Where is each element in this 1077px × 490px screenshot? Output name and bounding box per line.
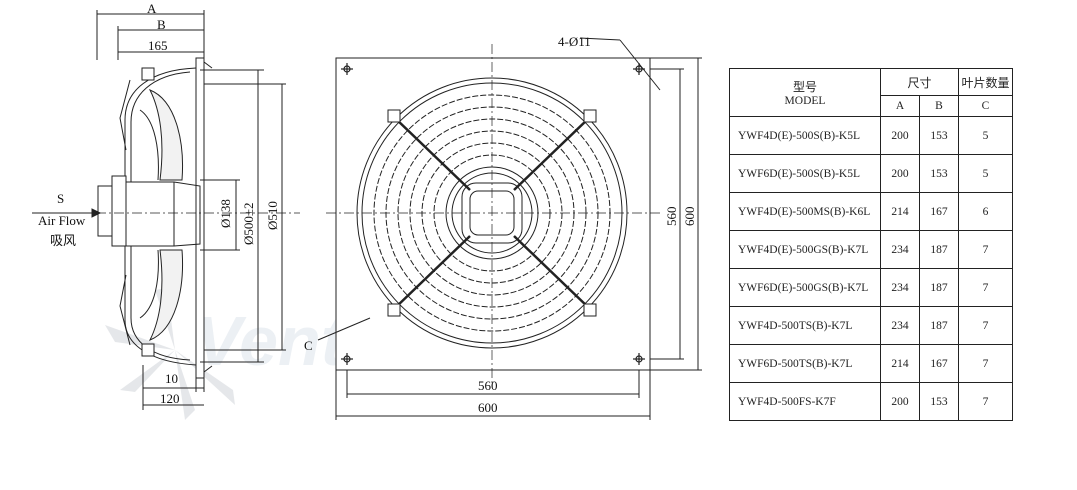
a-cell: 214 <box>880 344 920 383</box>
b-cell: 187 <box>919 230 959 269</box>
a-cell: 200 <box>880 154 920 193</box>
a-cell: 200 <box>880 382 920 421</box>
model-cell: YWF6D(E)-500GS(B)-K7L <box>729 268 881 307</box>
dim-560-v-label: 560 <box>664 207 679 227</box>
c-cell: 5 <box>958 116 1013 155</box>
dim-500-label: Ø500±2 <box>241 202 256 245</box>
table-row: YWF6D(E)-500S(B)-K5L 200 153 5 <box>729 154 1013 193</box>
table-row: YWF4D(E)-500MS(B)-K6L 214 167 6 <box>729 192 1013 231</box>
sub-header-c: C <box>958 95 1013 117</box>
c-cell: 7 <box>958 306 1013 345</box>
b-cell: 187 <box>919 306 959 345</box>
model-cell: YWF4D(E)-500MS(B)-K6L <box>729 192 881 231</box>
table-subheader-row: A B C <box>730 95 1013 117</box>
holes-label: 4-Ø11 <box>558 34 591 49</box>
dim-600-h-label: 600 <box>478 400 498 415</box>
dim-10-label: 10 <box>165 371 178 386</box>
model-header-cn: 型号 <box>792 80 817 94</box>
dim-b-label: B <box>157 17 166 32</box>
dim-a-label: A <box>147 1 157 16</box>
sub-header-a: A <box>880 95 920 117</box>
table-row: YWF4D(E)-500S(B)-K5L 200 153 5 <box>729 116 1013 155</box>
a-cell: 234 <box>880 268 920 307</box>
c-cell: 7 <box>958 344 1013 383</box>
dim-600-v-label: 600 <box>682 207 697 227</box>
b-cell: 153 <box>919 382 959 421</box>
a-cell: 234 <box>880 230 920 269</box>
c-cell: 5 <box>958 154 1013 193</box>
dim-560-h-label: 560 <box>478 378 498 393</box>
model-cell: YWF6D-500TS(B)-K7L <box>729 344 881 383</box>
a-cell: 214 <box>880 192 920 231</box>
front-view <box>317 37 702 420</box>
b-cell: 153 <box>919 116 959 155</box>
airflow-cn-label: 吸风 <box>50 234 76 249</box>
model-cell: YWF4D(E)-500GS(B)-K7L <box>729 230 881 269</box>
model-cell: YWF4D(E)-500S(B)-K5L <box>729 116 881 155</box>
table-row: YWF6D(E)-500GS(B)-K7L 234 187 7 <box>729 268 1013 307</box>
c-cell: 7 <box>958 268 1013 307</box>
a-cell: 234 <box>880 306 920 345</box>
airflow-s-label: S <box>57 191 64 206</box>
side-view <box>32 10 300 410</box>
c-cell: 7 <box>958 382 1013 421</box>
blades-header: 叶片数量 <box>958 68 1013 96</box>
model-cell: YWF4D-500TS(B)-K7L <box>729 306 881 345</box>
dim-120-label: 120 <box>160 391 180 406</box>
dim-510-label: Ø510 <box>265 201 280 230</box>
model-header-en: MODEL <box>784 95 826 107</box>
c-cell: 6 <box>958 192 1013 231</box>
table-row: YWF4D-500TS(B)-K7L 234 187 7 <box>729 306 1013 345</box>
c-cell: 7 <box>958 230 1013 269</box>
model-header: 型号 MODEL <box>729 68 881 117</box>
c-label: C <box>304 338 313 353</box>
a-cell: 200 <box>880 116 920 155</box>
sub-header-b: B <box>919 95 959 117</box>
dim-165-label: 165 <box>148 38 168 53</box>
table-row: YWF4D-500FS-K7F 200 153 7 <box>729 382 1013 421</box>
size-header: 尺寸 <box>880 68 959 96</box>
model-cell: YWF4D-500FS-K7F <box>729 382 881 421</box>
b-cell: 167 <box>919 344 959 383</box>
dim-138-label: Ø138 <box>218 199 233 228</box>
model-cell: YWF6D(E)-500S(B)-K5L <box>729 154 881 193</box>
table-row: YWF6D-500TS(B)-K7L 214 167 7 <box>729 344 1013 383</box>
table-row: YWF4D(E)-500GS(B)-K7L 234 187 7 <box>729 230 1013 269</box>
b-cell: 187 <box>919 268 959 307</box>
table-header-row: 型号 MODEL 尺寸 叶片数量 <box>729 68 1013 117</box>
airflow-label: Air Flow <box>38 213 86 228</box>
b-cell: 153 <box>919 154 959 193</box>
b-cell: 167 <box>919 192 959 231</box>
spec-table: 型号 MODEL 尺寸 叶片数量 A B C YWF4D(E)-500S(B)-… <box>729 68 1013 421</box>
